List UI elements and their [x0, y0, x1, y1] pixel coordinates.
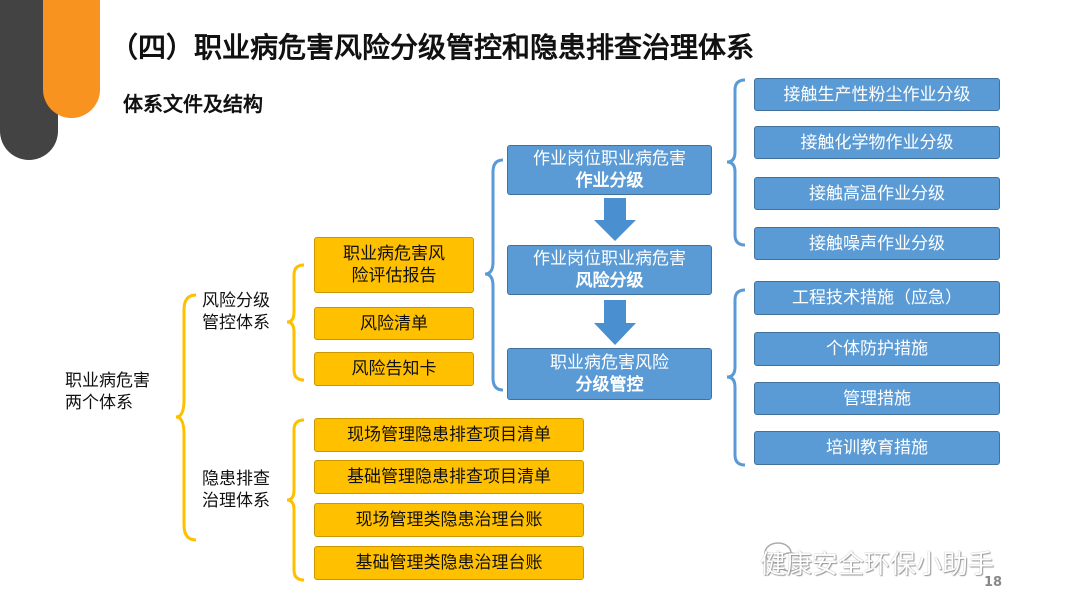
decor-orange-pill	[43, 0, 100, 118]
brace-grading	[726, 78, 746, 247]
risk-item-list: 风险清单	[314, 307, 474, 340]
watermark-text: 健康安全环保小助手	[760, 550, 995, 580]
arrow-down-icon	[594, 300, 636, 345]
risk-item-assessment-report: 职业病危害风险评估报告	[314, 237, 474, 293]
grading-item: 接触化学物作业分级	[754, 126, 1000, 159]
measure-item: 管理措施	[754, 382, 1000, 415]
brace-risk	[286, 263, 305, 382]
measure-item: 培训教育措施	[754, 431, 1000, 465]
measure-item: 个体防护措施	[754, 332, 1000, 366]
brace-measures	[726, 288, 746, 467]
root-label: 职业病危害两个体系	[65, 371, 150, 413]
risk-item-card: 风险告知卡	[314, 352, 474, 386]
measure-item: 工程技术措施（应急）	[754, 281, 1000, 315]
flow-step-operation-grading: 作业岗位职业病危害作业分级	[507, 145, 712, 195]
grading-item: 接触噪声作业分级	[754, 227, 1000, 260]
hazard-item: 基础管理类隐患治理台账	[314, 546, 584, 580]
risk-system-label: 风险分级管控体系	[202, 291, 270, 333]
brace-root	[175, 293, 197, 542]
page-number: 18	[984, 575, 1003, 590]
hazard-system-label: 隐患排查治理体系	[202, 469, 270, 511]
hazard-item: 基础管理隐患排查项目清单	[314, 460, 584, 494]
flow-step-grading-control: 职业病危害风险分级管控	[507, 348, 712, 400]
brace-flow	[484, 158, 504, 392]
hazard-item: 现场管理隐患排查项目清单	[314, 418, 584, 452]
grading-item: 接触生产性粉尘作业分级	[754, 78, 1000, 111]
arrow-down-icon	[594, 198, 636, 241]
flow-step-risk-grading: 作业岗位职业病危害风险分级	[507, 245, 712, 295]
slide-title: （四）职业病危害风险分级管控和隐患排查治理体系	[110, 31, 755, 64]
hazard-item: 现场管理类隐患治理台账	[314, 503, 584, 537]
slide-subtitle: 体系文件及结构	[123, 92, 263, 116]
grading-item: 接触高温作业分级	[754, 177, 1000, 210]
brace-hazard	[286, 418, 305, 582]
